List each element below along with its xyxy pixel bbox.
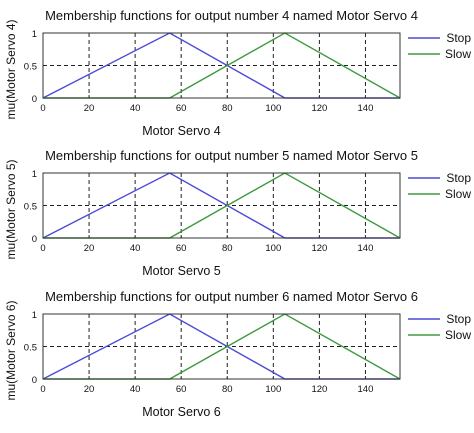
legend-label-slow: Slow [445,328,471,342]
y-tick-label: 1 [32,29,37,40]
chart-title: Membership functions for output number 6… [45,289,418,304]
x-tick-label: 140 [358,243,374,254]
x-tick-label: 60 [176,243,187,254]
x-axis-label: Motor Servo 4 [142,124,221,138]
x-tick-label: 20 [84,243,95,254]
x-tick-label: 140 [358,384,374,395]
y-tick-label: 1 [32,169,37,180]
x-tick-label: 40 [130,103,141,114]
x-tick-label: 40 [130,384,141,395]
x-tick-label: 20 [84,384,95,395]
legend-label-stop: Stop [446,312,471,326]
y-axis-label: mu(Motor Servo 4) [4,19,18,119]
y-axis-label: mu(Motor Servo 5) [4,159,18,259]
x-tick-label: 120 [311,384,327,395]
x-tick-label: 0 [40,103,45,114]
plot-frame [42,172,401,239]
legend-label-slow: Slow [445,47,471,61]
x-tick-label: 100 [265,243,281,254]
x-tick-label: 120 [311,103,327,114]
x-tick-label: 0 [40,384,45,395]
plot-frame [42,313,401,380]
chart-panel-1: Membership functions for output number 4… [4,8,471,138]
x-tick-label: 100 [265,103,281,114]
x-tick-label: 100 [265,384,281,395]
x-axis-label: Motor Servo 6 [142,405,221,419]
x-axis-label: Motor Servo 5 [142,264,221,278]
plot-frame [42,32,401,99]
chart-title: Membership functions for output number 5… [45,148,418,163]
chart-panel-2: Membership functions for output number 5… [4,148,471,278]
x-tick-label: 60 [176,384,187,395]
x-tick-label: 0 [40,243,45,254]
y-tick-label: 0 [32,234,37,245]
y-tick-label: 0.5 [24,202,37,213]
legend-label-stop: Stop [446,171,471,185]
chart-title: Membership functions for output number 4… [45,8,418,23]
y-tick-label: 1 [32,310,37,321]
x-tick-label: 120 [311,243,327,254]
x-tick-label: 20 [84,103,95,114]
y-tick-label: 0.5 [24,62,37,73]
x-tick-label: 80 [222,103,233,114]
chart-panel-3: Membership functions for output number 6… [4,289,471,419]
legend-label-slow: Slow [445,187,471,201]
x-tick-label: 80 [222,384,233,395]
x-tick-label: 60 [176,103,187,114]
legend-label-stop: Stop [446,31,471,45]
y-tick-label: 0.5 [24,343,37,354]
y-axis-label: mu(Motor Servo 6) [4,300,18,400]
x-tick-label: 140 [358,103,374,114]
y-tick-label: 0 [32,94,37,105]
x-tick-label: 80 [222,243,233,254]
x-tick-label: 40 [130,243,141,254]
y-tick-label: 0 [32,375,37,386]
